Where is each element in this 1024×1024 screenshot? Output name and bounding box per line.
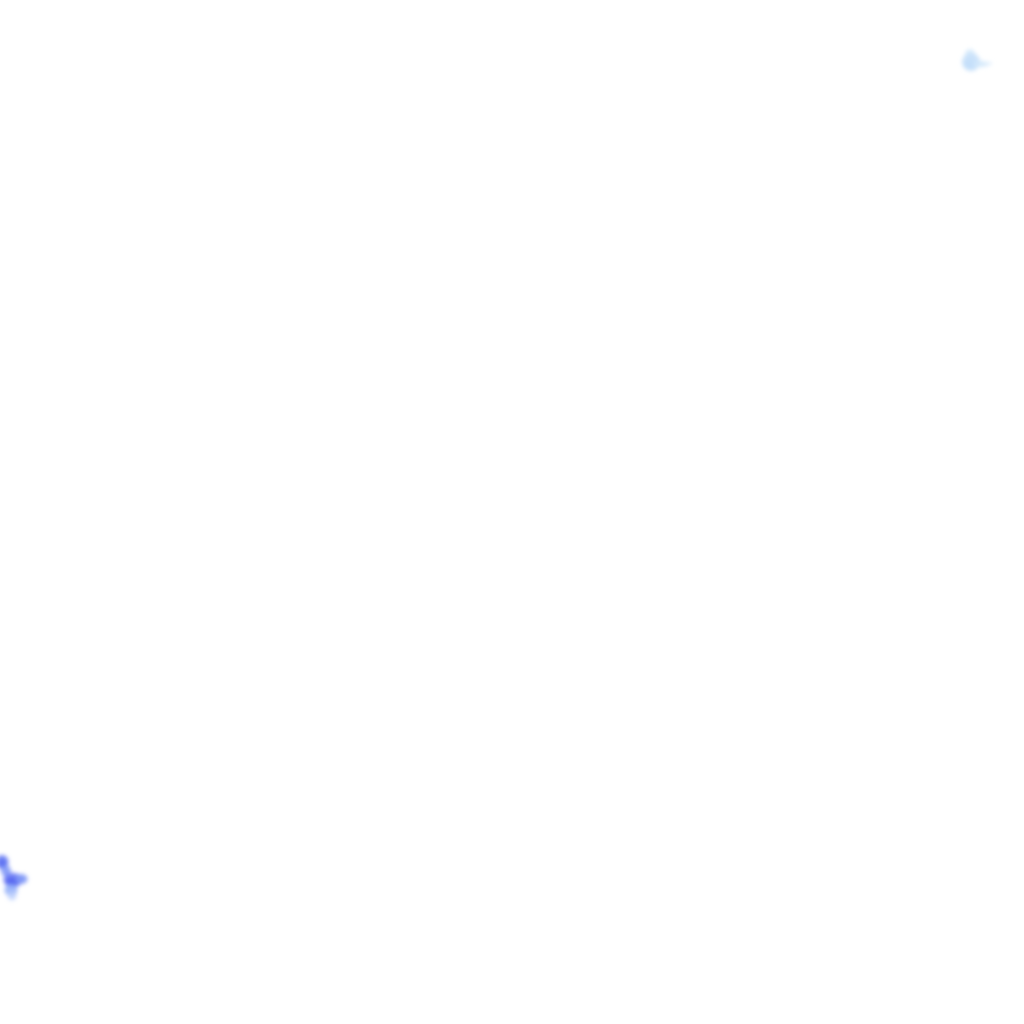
smudge-bottom-left — [0, 855, 28, 901]
paint-blob — [983, 61, 993, 66]
paint-blob — [1, 865, 11, 877]
smudge-top-right — [962, 49, 993, 71]
paint-blob — [6, 877, 18, 887]
paint-blob — [7, 891, 17, 901]
paint-blob — [15, 874, 28, 884]
paint-blob — [0, 858, 7, 868]
paint-blob — [964, 59, 976, 69]
